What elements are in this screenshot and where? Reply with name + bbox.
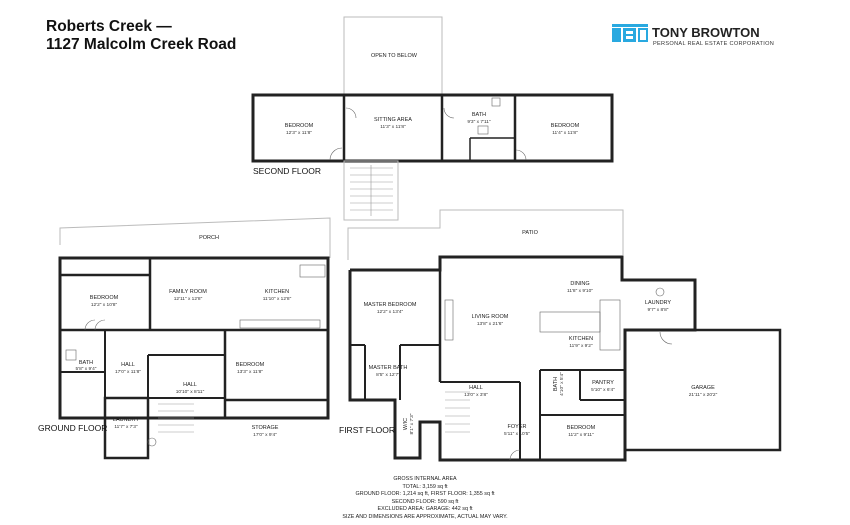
room-family-room: FAMILY ROOM: [169, 289, 207, 295]
room-gf-laundry: LAUNDRY: [113, 417, 140, 423]
room-gf-bedroom-dim: 12'2" x 10'8": [91, 302, 118, 308]
room-master-bath: MASTER BATH: [369, 365, 408, 371]
room-gf-hall-2-dim: 10'10" x 8'11": [176, 389, 205, 395]
room-sitting-area-dim: 11'3" x 11'8": [380, 124, 406, 130]
room-foyer: FOYER: [508, 424, 527, 430]
room-ff-kitchen-dim: 11'9" x 9'2": [569, 343, 593, 349]
ground-floor-label: GROUND FLOOR: [38, 423, 107, 433]
room-storage-dim: 17'0" x 9'4": [253, 432, 277, 438]
room-garage-dim: 21'11" x 20'2": [689, 392, 718, 398]
room-ff-laundry-dim: 9'7" x 8'8": [648, 307, 669, 313]
room-gf-kitchen: KITCHEN: [265, 289, 289, 295]
room-dining-dim: 11'8" x 9'10": [567, 288, 593, 294]
room-sf-bath: BATH: [472, 112, 486, 118]
room-gf-bath: BATH: [79, 360, 93, 366]
area-excluded: EXCLUDED AREA: GARAGE: 442 sq ft: [377, 506, 473, 513]
room-living-room-dim: 13'8" x 21'6": [477, 321, 504, 327]
first-floor-plan: [347, 209, 782, 462]
room-ff-hall-dim: 13'0" x 3'8": [464, 392, 488, 398]
room-living-room: LIVING ROOM: [472, 314, 509, 320]
room-storage: STORAGE: [252, 425, 279, 431]
area-summary: GROSS INTERNAL AREA TOTAL: 3,159 sq ft G…: [300, 476, 550, 522]
room-ff-hall: HALL: [469, 385, 483, 391]
room-sf-bath-dim: 9'3" x 7'11": [467, 119, 491, 125]
area-disclaimer: SIZE AND DIMENSIONS ARE APPROXIMATE, ACT…: [342, 513, 508, 520]
room-gf-kitchen-dim: 11'10" x 12'8": [263, 296, 292, 302]
second-floor-label: SECOND FLOOR: [253, 166, 321, 176]
room-ff-bath: BATH: [553, 377, 559, 391]
room-ff-bedroom-dim: 11'2" x 9'11": [568, 432, 594, 438]
room-ff-kitchen: KITCHEN: [569, 336, 593, 342]
room-sitting-area: SITTING AREA: [374, 117, 412, 123]
room-dining: DINING: [570, 281, 589, 287]
room-gf-laundry-dim: 11'7" x 7'3": [114, 424, 138, 430]
area-heading: GROSS INTERNAL AREA: [393, 476, 457, 482]
room-sf-bedroom-right-dim: 11'4" x 11'8": [552, 130, 578, 136]
listing-title: Roberts Creek — 1127 Malcolm Creek Road: [46, 18, 236, 54]
room-gf-hall-2: HALL: [183, 382, 197, 388]
second-floor-plan: [251, 16, 614, 221]
room-foyer-dim: 5'11" x 10'5": [504, 431, 530, 437]
room-ff-bedroom: BEDROOM: [567, 425, 596, 431]
room-family-room-dim: 12'11" x 12'8": [174, 296, 203, 302]
first-floor-label: FIRST FLOOR: [339, 425, 395, 435]
room-master-bath-dim: 8'5" x 12'7": [376, 372, 400, 378]
room-garage: GARAGE: [691, 385, 715, 391]
room-sf-bedroom-right: BEDROOM: [551, 123, 580, 129]
room-pantry-dim: 5'10" x 6'4": [591, 387, 615, 393]
room-gf-bedroom: BEDROOM: [90, 295, 119, 301]
room-gf-bath-dim: 5'8" x 9'4": [76, 366, 97, 372]
room-sf-bedroom-left-dim: 12'3" x 11'8": [286, 130, 312, 136]
room-wic: W/IC: [403, 418, 409, 430]
ground-floor-plan: [58, 217, 331, 460]
brand-mark-icon: [612, 24, 648, 42]
title-line-2: 1127 Malcolm Creek Road: [46, 36, 237, 53]
title-line-1: Roberts Creek —: [46, 18, 172, 35]
area-total: TOTAL: 3,159 sq ft: [402, 483, 448, 490]
brand-tagline: PERSONAL REAL ESTATE CORPORATION: [653, 41, 775, 47]
brand-name: TONY BROWTON: [652, 25, 760, 40]
room-gf-bedroom-2: BEDROOM: [236, 362, 265, 368]
room-open-to-below: OPEN TO BELOW: [371, 53, 418, 59]
room-wic-dim: 8'1" x 7'3": [409, 413, 415, 434]
room-porch: PORCH: [199, 235, 219, 241]
area-ground-first: GROUND FLOOR: 1,214 sq ft, FIRST FLOOR: …: [355, 491, 495, 498]
room-pantry: PANTRY: [592, 380, 614, 386]
room-master-bedroom: MASTER BEDROOM: [364, 302, 417, 308]
area-second: SECOND FLOOR: 590 sq ft: [391, 498, 459, 505]
room-gf-hall-1: HALL: [121, 362, 135, 368]
room-ff-bath-dim: 4'10" x 5'4": [559, 372, 565, 396]
room-gf-bedroom-2-dim: 13'3" x 11'8": [237, 369, 263, 375]
room-patio: PATIO: [522, 230, 538, 236]
room-ff-laundry: LAUNDRY: [645, 300, 672, 306]
room-sf-bedroom-left: BEDROOM: [285, 123, 314, 129]
room-gf-hall-1-dim: 17'0" x 11'8": [115, 369, 141, 375]
room-master-bedroom-dim: 12'2" x 13'4": [377, 309, 404, 315]
